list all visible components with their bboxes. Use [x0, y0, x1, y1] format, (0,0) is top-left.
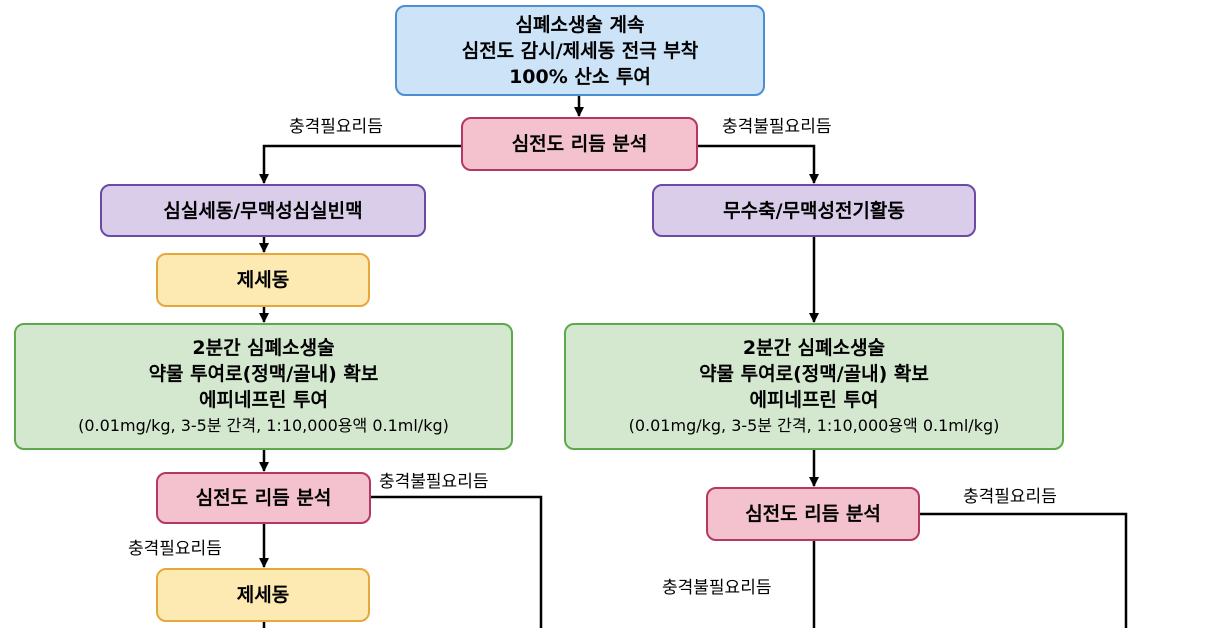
- start-line-1: 심폐소생술 계속: [515, 13, 645, 36]
- start-box: 심폐소생술 계속 심전도 감시/제세동 전극 부착 100% 산소 투여: [395, 5, 765, 96]
- start-line-3: 100% 산소 투여: [509, 65, 651, 88]
- rhythm-analysis-label: 심전도 리듬 분석: [195, 487, 332, 509]
- cpr-box-left: 2분간 심폐소생술 약물 투여로(정맥/골내) 확보 에피네프린 투여 (0.0…: [14, 323, 513, 450]
- rhythm-analysis-box-3: 심전도 리듬 분석: [706, 487, 920, 541]
- rhythm-analysis-label: 심전도 리듬 분석: [511, 133, 648, 155]
- cpr-line-1: 2분간 심폐소생술: [192, 336, 335, 359]
- vf-vt-label: 심실세동/무맥성심실빈맥: [163, 199, 363, 222]
- non-shockable-label-right: 충격불필요리듬: [662, 578, 772, 598]
- shockable-label-left: 충격필요리듬: [128, 539, 222, 559]
- line-left-nonshockable: [371, 495, 543, 628]
- start-line-2: 심전도 감시/제세동 전극 부착: [461, 39, 699, 62]
- shockable-label-top: 충격필요리듬: [289, 117, 383, 137]
- rhythm-analysis-label: 심전도 리듬 분석: [745, 503, 881, 525]
- cpr-line-3: 에피네프린 투여: [199, 388, 328, 411]
- cpr-line-2: 약물 투여로(정맥/골내) 확보: [148, 362, 379, 385]
- cpr-line-1: 2분간 심폐소생술: [742, 336, 886, 359]
- cpr-line-2: 약물 투여로(정맥/골내) 확보: [699, 362, 929, 385]
- cpr-box-right: 2분간 심폐소생술 약물 투여로(정맥/골내) 확보 에피네프린 투여 (0.0…: [564, 323, 1064, 450]
- non-shockable-label-top: 충격불필요리듬: [722, 117, 832, 137]
- line-right-shockable: [919, 512, 1128, 628]
- cpr-line-3: 에피네프린 투여: [749, 388, 879, 411]
- asystole-pea-box: 무수축/무맥성전기활동: [652, 184, 976, 237]
- defibrillation-label: 제세동: [236, 584, 290, 606]
- defibrillation-label: 제세동: [236, 269, 290, 291]
- asystole-pea-label: 무수축/무맥성전기활동: [723, 199, 905, 222]
- shockable-label-right: 충격필요리듬: [963, 487, 1057, 507]
- rhythm-analysis-box-1: 심전도 리듬 분석: [461, 117, 698, 171]
- defibrillation-box-1: 제세동: [156, 253, 370, 307]
- cpr-line-4: (0.01mg/kg, 3-5분 간격, 1:10,000용액 0.1ml/kg…: [628, 415, 1000, 435]
- arrow-analysis-to-asystole: [696, 144, 819, 184]
- non-shockable-label-left: 충격불필요리듬: [379, 472, 489, 492]
- defibrillation-box-2: 제세동: [156, 568, 370, 622]
- arrow-analysis-to-vf: [259, 144, 463, 184]
- vf-vt-box: 심실세동/무맥성심실빈맥: [100, 184, 426, 237]
- cpr-line-4: (0.01mg/kg, 3-5분 간격, 1:10,000용액 0.1ml/kg…: [78, 415, 449, 435]
- rhythm-analysis-box-2: 심전도 리듬 분석: [156, 472, 371, 524]
